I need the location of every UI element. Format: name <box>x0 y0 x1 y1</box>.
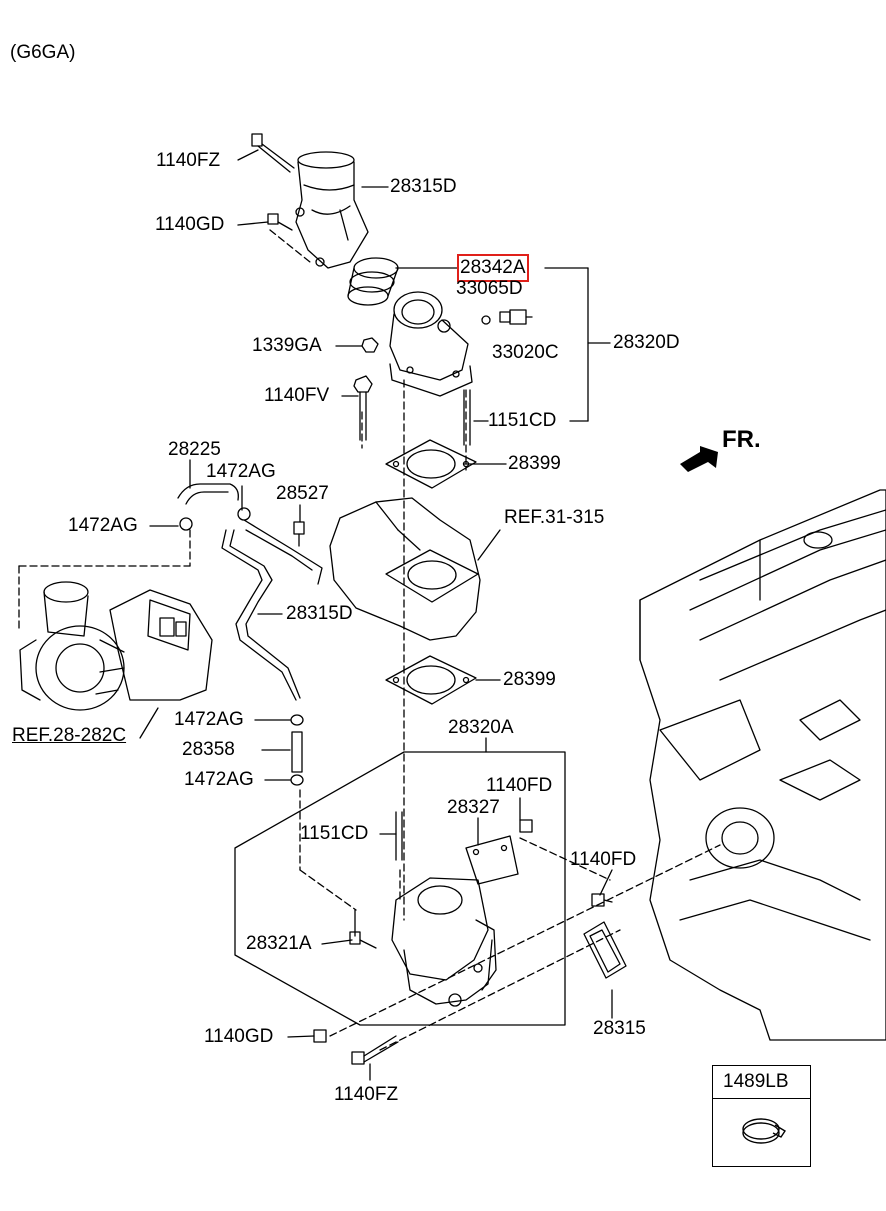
part-label-1140FD-b[interactable]: 1140FD <box>570 849 637 870</box>
pipe-28315D-mid <box>221 519 323 701</box>
part-label-33020C[interactable]: 33020C <box>492 342 559 363</box>
exhaust-manifold-ref <box>329 497 481 641</box>
part-label-1339GA[interactable]: 1339GA <box>252 335 322 356</box>
gasket-28399-mid <box>385 655 477 705</box>
turbocharger-ref <box>19 581 213 711</box>
front-arrow-icon <box>680 446 718 472</box>
part-label-1472AG-a[interactable]: 1472AG <box>206 461 276 482</box>
engine-code-label: (G6GA) <box>10 42 76 63</box>
leader-lines <box>139 149 613 1081</box>
hose-28358 <box>291 731 303 773</box>
bolt-1140FZ-bottom <box>351 1035 399 1065</box>
part-label-1140GD-top[interactable]: 1140GD <box>155 214 225 235</box>
bolt-1140GD-top <box>267 213 293 231</box>
part-label-28315D-top[interactable]: 28315D <box>390 176 457 197</box>
assembly-dashes <box>18 229 721 1051</box>
part-label-33065D[interactable]: 33065D <box>456 278 523 299</box>
bolt-28527 <box>293 521 305 547</box>
o-ring-33065D <box>481 315 491 325</box>
clamp-1472AG-d <box>290 774 304 786</box>
part-label-28315[interactable]: 28315 <box>593 1018 646 1039</box>
seal-ring-28342A <box>347 257 399 306</box>
part-label-28399-top[interactable]: 28399 <box>508 453 561 474</box>
inset-box-1489LB: 1489LB <box>712 1065 811 1167</box>
bolt-1140FD-b <box>591 893 613 907</box>
part-label-1151CD-top[interactable]: 1151CD <box>488 410 557 431</box>
front-direction-label: FR. <box>722 426 761 453</box>
part-label-28342A-highlighted[interactable]: 28342A <box>457 254 529 282</box>
ref-label-31-315[interactable]: REF.31-315 <box>504 507 605 528</box>
part-label-1489LB[interactable]: 1489LB <box>723 1071 789 1092</box>
bracket-28327 <box>465 835 519 885</box>
egr-cooler-28320A <box>391 877 497 1007</box>
outlet-pipe-28315D <box>295 151 369 269</box>
clamp-1472AG-b <box>237 507 251 521</box>
egr-valve-28320D <box>389 291 473 397</box>
part-label-1140FZ-bottom[interactable]: 1140FZ <box>334 1084 399 1105</box>
assembly-frame-28320A <box>234 751 566 1026</box>
fitting-28321A <box>349 909 377 949</box>
part-label-28358[interactable]: 28358 <box>182 739 235 760</box>
part-label-28320A[interactable]: 28320A <box>448 717 514 738</box>
part-label-28527[interactable]: 28527 <box>276 483 329 504</box>
part-label-1140GD-bottom[interactable]: 1140GD <box>204 1026 274 1047</box>
part-label-28399-mid[interactable]: 28399 <box>503 669 556 690</box>
part-label-28321A[interactable]: 28321A <box>246 933 312 954</box>
gasket-28315 <box>583 921 627 979</box>
part-label-1472AG-c[interactable]: 1472AG <box>174 709 244 730</box>
part-label-28320D[interactable]: 28320D <box>613 332 680 353</box>
stud-1151CD-bottom <box>395 811 403 861</box>
hose-28225 <box>177 483 239 505</box>
clamp-1472AG-a <box>179 517 193 531</box>
part-label-28315D-mid[interactable]: 28315D <box>286 603 353 624</box>
gasket-28399-top <box>385 439 477 489</box>
clamp-1472AG-c <box>290 714 304 726</box>
nut-1339GA <box>361 337 379 353</box>
part-label-1140FD-a[interactable]: 1140FD <box>486 775 553 796</box>
part-label-1140FV[interactable]: 1140FV <box>264 385 330 406</box>
part-label-1472AG-d[interactable]: 1472AG <box>184 769 254 790</box>
bolt-1140FD-a <box>519 819 533 833</box>
part-label-1140FZ-top[interactable]: 1140FZ <box>156 150 221 171</box>
part-label-28225[interactable]: 28225 <box>168 439 221 460</box>
part-label-1151CD-bottom[interactable]: 1151CD <box>300 823 369 844</box>
engine-block <box>639 489 886 1041</box>
sensor-33020C <box>499 309 533 325</box>
bolt-1140FZ-top <box>251 133 295 173</box>
bolt-1140FV <box>353 375 373 441</box>
clip-1489LB-icon <box>742 1118 786 1144</box>
ref-label-28-282C[interactable]: REF.28-282C <box>12 725 127 746</box>
part-label-28327[interactable]: 28327 <box>447 797 500 818</box>
bolt-1140GD-bottom <box>313 1029 327 1043</box>
stud-1151CD-top <box>463 389 471 446</box>
part-label-1472AG-b[interactable]: 1472AG <box>68 515 138 536</box>
